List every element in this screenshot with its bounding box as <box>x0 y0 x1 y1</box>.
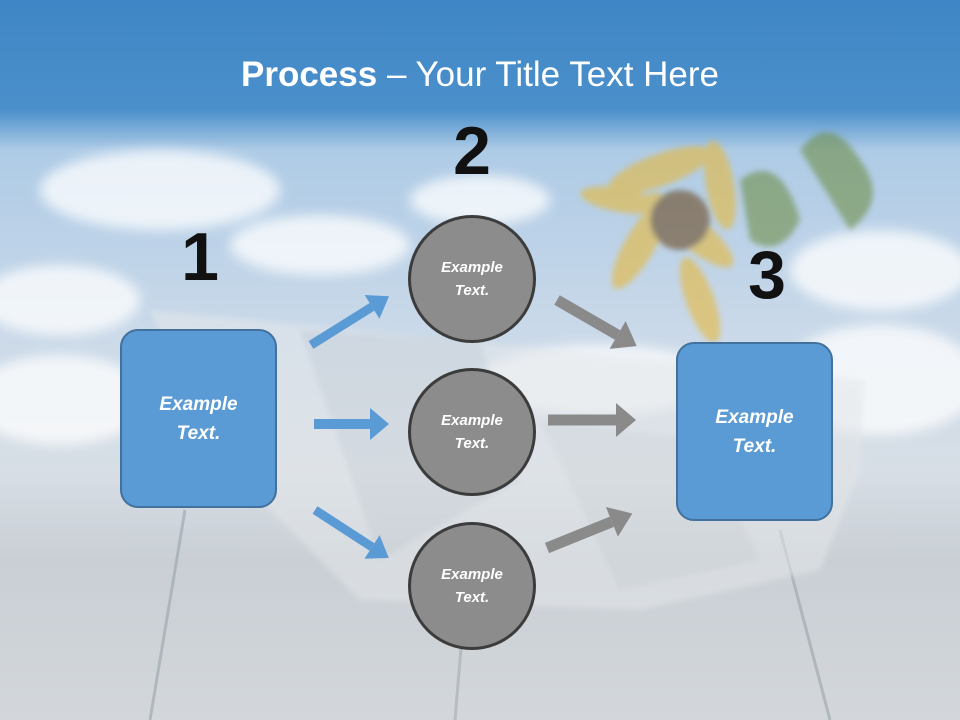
gray-arrows <box>544 295 637 554</box>
step-2-circle-middle-text: Example Text. <box>441 412 503 452</box>
step-3-box-text: Example Text. <box>715 406 794 457</box>
step-number-1: 1 <box>181 219 219 295</box>
arrow-1-to-2-middle <box>314 408 389 440</box>
step-number-2: 2 <box>453 113 491 189</box>
step-2-circle-bottom[interactable]: Example Text. <box>408 522 536 650</box>
step-2-circle-top[interactable]: Example Text. <box>408 215 536 343</box>
arrow-2-to-3-middle <box>548 403 636 437</box>
arrow-1-to-2-top <box>308 294 390 349</box>
blue-arrows <box>308 294 390 559</box>
slide-title: Process – Your Title Text Here <box>0 52 960 98</box>
step-3-box[interactable]: Example Text. <box>676 342 833 521</box>
step-1-box-text: Example Text. <box>159 393 238 444</box>
sunflower <box>580 132 873 343</box>
step-2-circle-top-text: Example Text. <box>441 259 503 299</box>
step-1-box[interactable]: Example Text. <box>120 329 277 508</box>
step-2-circle-middle[interactable]: Example Text. <box>408 368 536 496</box>
arrow-2-to-3-top <box>554 295 637 349</box>
step-number-3: 3 <box>748 237 786 313</box>
arrow-1-to-2-bottom <box>312 506 389 559</box>
title-bold: Process <box>241 55 378 94</box>
arrow-2-to-3-bottom <box>544 506 633 554</box>
step-2-circle-bottom-text: Example Text. <box>441 566 503 606</box>
title-rest: – Your Title Text Here <box>377 55 719 94</box>
